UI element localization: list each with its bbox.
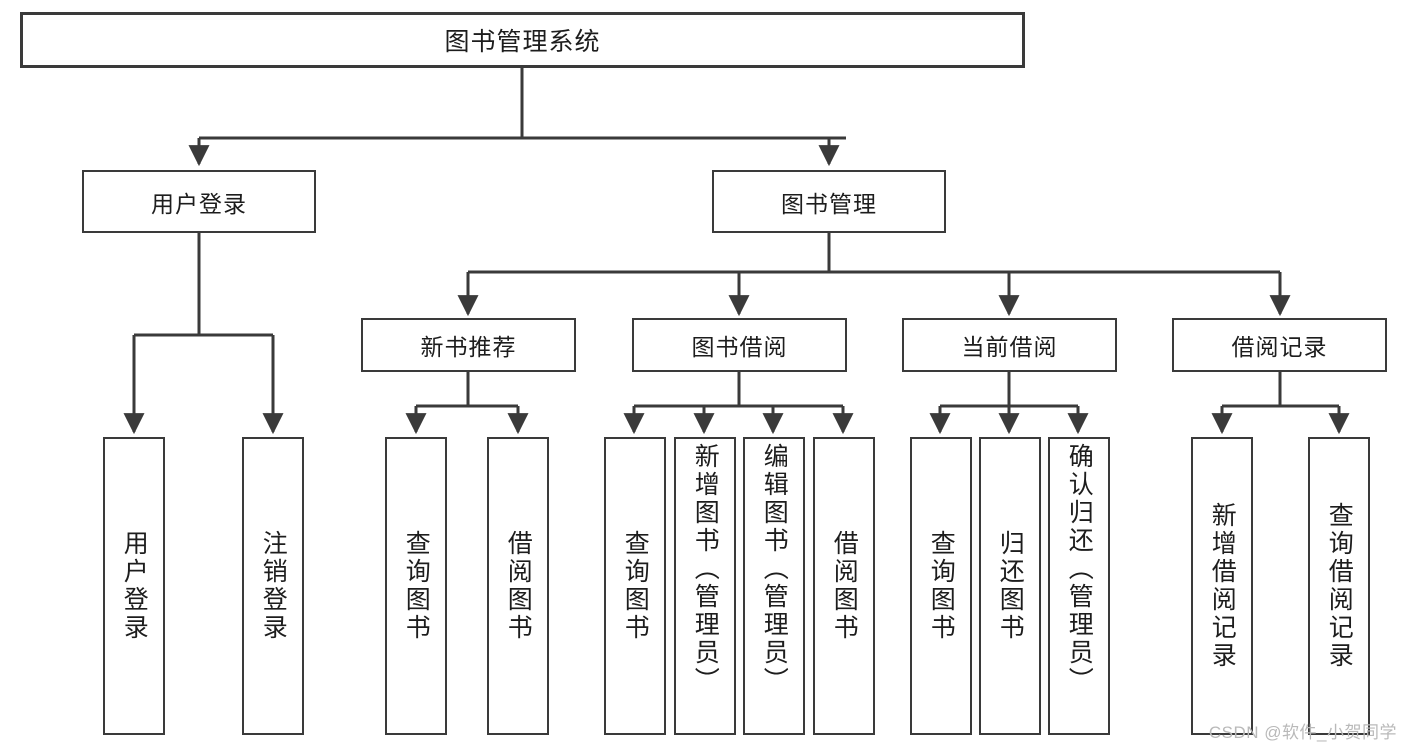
node-label: 确认归还（管理员）: [1065, 443, 1094, 695]
node-label: 查询图书: [927, 530, 956, 642]
leaf-edit-book-admin[interactable]: 编辑图书（管理员）: [743, 437, 805, 735]
node-label: 用户登录: [120, 530, 149, 642]
leaf-confirm-return-admin[interactable]: 确认归还（管理员）: [1048, 437, 1110, 735]
node-book-manage[interactable]: 图书管理: [712, 170, 946, 233]
node-label: 新书推荐: [420, 334, 517, 360]
node-label: 图书管理: [781, 190, 877, 217]
leaf-query-book-borrow[interactable]: 查询图书: [604, 437, 666, 735]
node-label: 查询图书: [621, 530, 650, 642]
leaf-logout-login[interactable]: 注销登录: [242, 437, 304, 735]
leaf-add-book-admin[interactable]: 新增图书（管理员）: [674, 437, 736, 735]
node-label: 图书借阅: [691, 334, 788, 360]
node-label: 用户登录: [151, 190, 247, 217]
node-label: 借阅图书: [830, 530, 859, 642]
leaf-add-borrow-record[interactable]: 新增借阅记录: [1191, 437, 1253, 735]
node-label: 查询借阅记录: [1325, 502, 1354, 670]
node-label: 注销登录: [259, 530, 288, 642]
leaf-return-book[interactable]: 归还图书: [979, 437, 1041, 735]
node-book-borrow[interactable]: 图书借阅: [632, 318, 847, 372]
leaf-borrow-book[interactable]: 借阅图书: [813, 437, 875, 735]
node-root-book-management-system[interactable]: 图书管理系统: [20, 12, 1025, 68]
node-label: 编辑图书（管理员）: [760, 443, 789, 695]
node-new-book-recommend[interactable]: 新书推荐: [361, 318, 576, 372]
node-label: 新增借阅记录: [1208, 502, 1237, 670]
node-user-login[interactable]: 用户登录: [82, 170, 316, 233]
node-label: 借阅记录: [1231, 334, 1328, 360]
leaf-query-book-recommend[interactable]: 查询图书: [385, 437, 447, 735]
node-label: 当前借阅: [961, 334, 1058, 360]
leaf-query-borrow-record[interactable]: 查询借阅记录: [1308, 437, 1370, 735]
node-label: 借阅图书: [504, 530, 533, 642]
leaf-query-book-current[interactable]: 查询图书: [910, 437, 972, 735]
node-current-borrow[interactable]: 当前借阅: [902, 318, 1117, 372]
node-label: 图书管理系统: [444, 28, 601, 56]
node-label: 新增图书（管理员）: [691, 443, 720, 695]
node-label: 归还图书: [996, 530, 1025, 642]
node-borrow-record[interactable]: 借阅记录: [1172, 318, 1387, 372]
node-label: 查询图书: [402, 530, 431, 642]
leaf-borrow-book-recommend[interactable]: 借阅图书: [487, 437, 549, 735]
leaf-user-login[interactable]: 用户登录: [103, 437, 165, 735]
